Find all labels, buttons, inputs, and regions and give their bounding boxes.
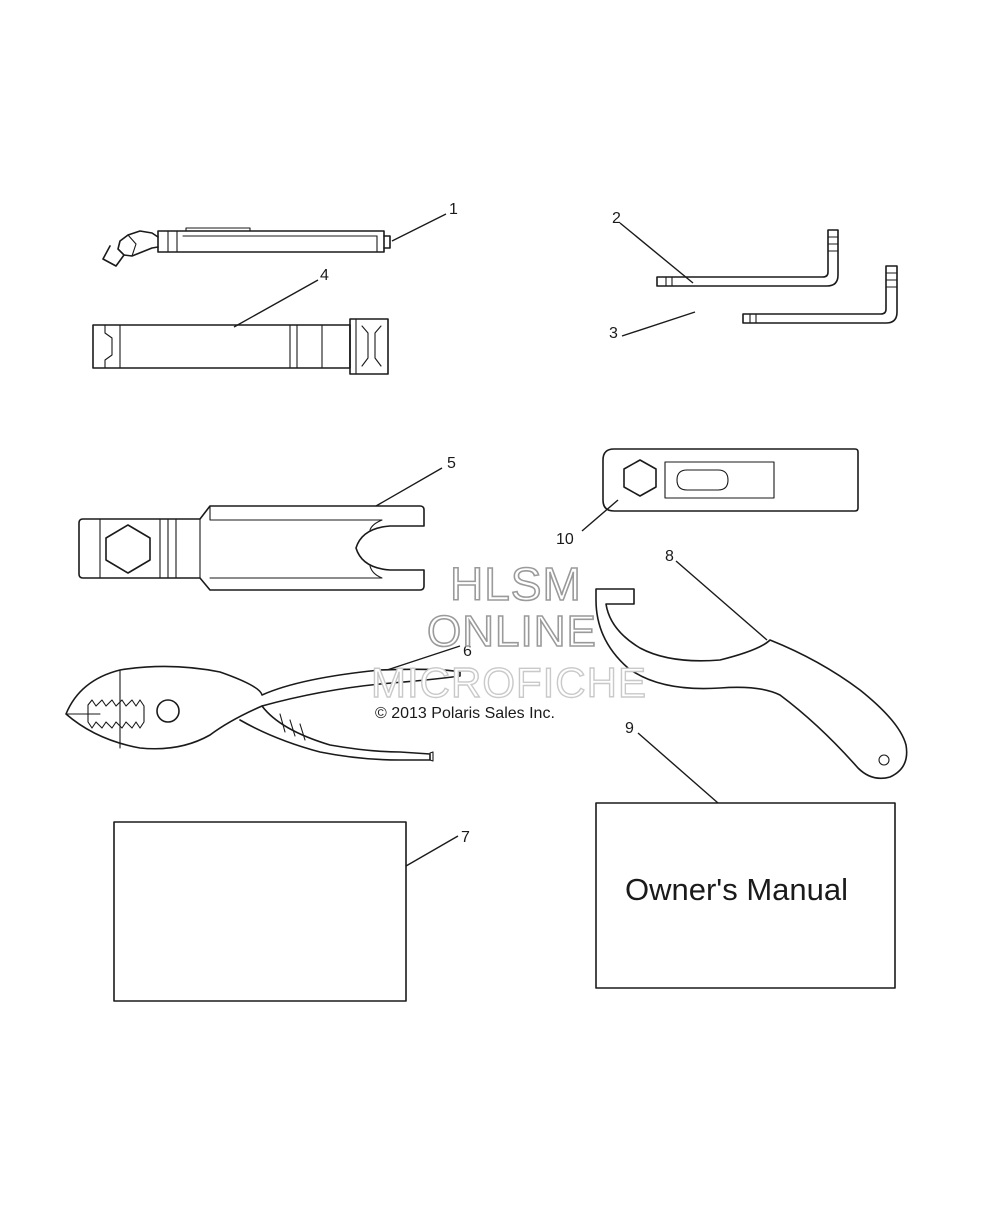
- part-7-card: [113, 821, 407, 1002]
- callout-4: 4: [320, 267, 329, 284]
- part-4-tool: [92, 318, 389, 375]
- watermark-line-1: HLSM: [450, 558, 582, 610]
- callout-6: 6: [463, 643, 472, 660]
- watermark-line-2: ONLINE: [427, 607, 597, 656]
- callout-1: 1: [449, 201, 458, 218]
- callout-10: 10: [556, 531, 574, 548]
- part-3-tool: [742, 265, 898, 324]
- callout-8: 8: [665, 548, 674, 565]
- part-6-tool: [65, 665, 461, 762]
- part-5-tool: [78, 505, 425, 591]
- part-9-manual: [595, 802, 896, 989]
- watermark: HLSM ONLINE MICROFICHE: [370, 557, 647, 707]
- manual-label: Owner's Manual: [625, 872, 848, 907]
- callout-5: 5: [447, 455, 456, 472]
- part-8-tool: [595, 588, 908, 780]
- part-2-tool: [656, 229, 839, 287]
- callout-7: 7: [461, 829, 470, 846]
- watermark-line-3: MICROFICHE: [371, 659, 647, 706]
- callout-2: 2: [612, 210, 621, 227]
- part-10-tool: [602, 448, 859, 512]
- part-1-tool: [102, 227, 391, 267]
- callout-9: 9: [625, 720, 634, 737]
- copyright-text: © 2013 Polaris Sales Inc.: [375, 705, 555, 722]
- callout-3: 3: [609, 325, 618, 342]
